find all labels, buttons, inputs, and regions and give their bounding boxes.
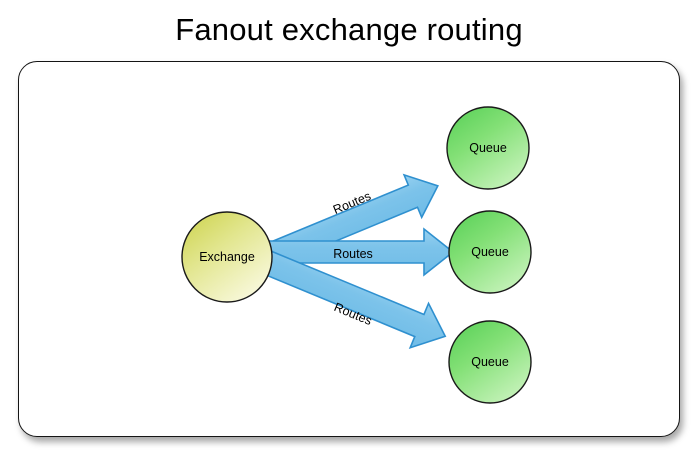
exchange-circle[interactable] [181, 211, 273, 303]
edge-label-middle: Routes [333, 247, 373, 261]
queue-circle-top[interactable] [446, 106, 530, 190]
queue-label-middle: Queue [471, 245, 509, 259]
queue-label-top: Queue [469, 141, 507, 155]
node-queue-middle[interactable]: Queue [448, 210, 532, 294]
arrow-shape-bottom [260, 249, 447, 349]
queue-label-bottom: Queue [471, 355, 509, 369]
node-queue-bottom[interactable]: Queue [448, 320, 532, 404]
queue-circle-middle[interactable] [448, 210, 532, 294]
exchange-label: Exchange [199, 250, 255, 264]
queue-circle-bottom[interactable] [448, 320, 532, 404]
page-title: Fanout exchange routing [175, 12, 523, 47]
node-exchange[interactable]: Exchange [181, 211, 273, 303]
node-queue-top[interactable]: Queue [446, 106, 530, 190]
edge-routes-bottom [260, 249, 447, 349]
